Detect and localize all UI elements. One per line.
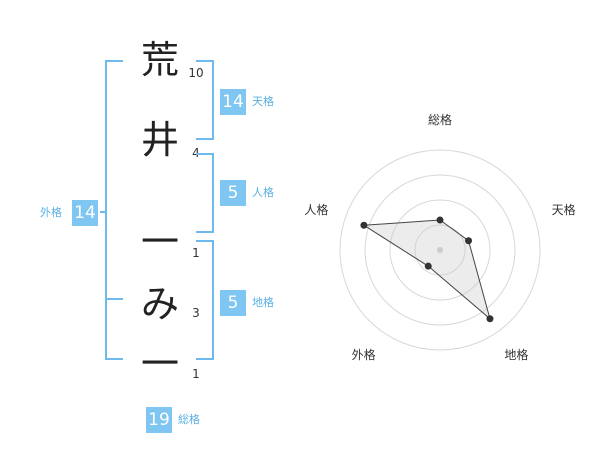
tenkaku-bracket xyxy=(196,60,214,140)
gaikaku-bracket-tick xyxy=(105,298,123,300)
stroke-count-3: 1 xyxy=(192,246,200,260)
chikaku-label: 地格 xyxy=(252,296,274,309)
soukaku-value: 19 xyxy=(146,407,172,433)
name-char-4: み xyxy=(140,282,179,326)
stroke-count-1: 10 xyxy=(188,66,204,80)
radar-axis-label-1: 総格 xyxy=(428,112,452,127)
radar-axis-label-3: 地格 xyxy=(504,347,528,362)
gaikaku-bracket xyxy=(105,60,123,360)
gaikaku-connector xyxy=(100,211,106,213)
radar-center xyxy=(437,247,443,253)
gaikaku-label: 外格 xyxy=(40,206,62,219)
radar-ring xyxy=(339,149,541,351)
tenkaku-label: 天格 xyxy=(252,95,274,108)
gaikaku-value: 14 xyxy=(72,200,98,226)
radar-ring xyxy=(389,199,491,301)
stroke-count-2: 4 xyxy=(192,146,200,160)
radar-ring xyxy=(364,174,516,326)
soukaku-label: 総格 xyxy=(178,413,200,426)
radar-point-4 xyxy=(424,262,432,270)
radar-point-5 xyxy=(360,221,368,229)
jinkaku-value: 5 xyxy=(220,180,246,206)
radar-point-1 xyxy=(436,216,444,224)
tenkaku-value: 14 xyxy=(220,89,246,115)
name-char-5: 一 xyxy=(140,342,179,386)
radar-point-3 xyxy=(486,315,494,323)
name-char-3: 一 xyxy=(140,220,179,264)
radar-axis-label-5: 人格 xyxy=(304,202,328,217)
stroke-count-4: 3 xyxy=(192,306,200,320)
name-char-2: 井 xyxy=(140,118,179,162)
stroke-count-5: 1 xyxy=(192,367,200,381)
chikaku-value: 5 xyxy=(220,290,246,316)
name-char-1: 荒 xyxy=(140,38,179,82)
radar-ring xyxy=(414,224,466,276)
radar-axis-label-4: 外格 xyxy=(352,347,376,362)
radar-area xyxy=(362,219,491,321)
radar-axis-label-2: 天格 xyxy=(552,202,576,217)
jinkaku-bracket xyxy=(196,153,214,233)
radar-point-2 xyxy=(465,237,473,245)
jinkaku-label: 人格 xyxy=(252,186,274,199)
chikaku-bracket xyxy=(196,240,214,360)
